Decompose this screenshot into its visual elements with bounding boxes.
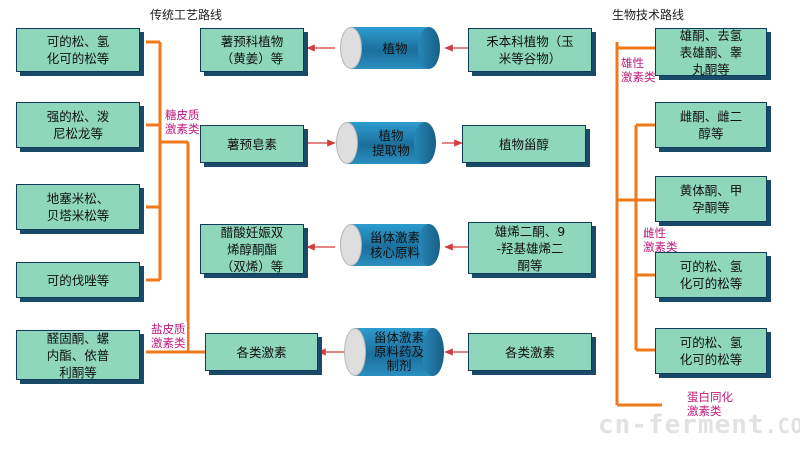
tag-androgen: 雄性 激素类: [620, 56, 657, 84]
left-box-prednisone: 强的松、泼 尼松龙等: [16, 102, 140, 148]
cylinder-core-raw-material: 甾体激素 核心原料: [340, 224, 440, 266]
middle-box-diene: 醋酸妊娠双 烯醇酮酯 （双烯）等: [200, 224, 304, 274]
cylinder-plant: 植物: [340, 27, 440, 69]
cylinder-plant-extract: 植物 提取物: [336, 122, 436, 164]
watermark-text: cn-ferment: [598, 410, 765, 440]
cylinder-api-preparation-label: 甾体激素 原料药及 制剂: [373, 330, 424, 373]
middle-box-diosgenin: 薯预皂素: [200, 125, 304, 163]
traditional-route-title: 传统工艺路线: [150, 8, 223, 22]
left-box-cortisone: 可的松、氢 化可的松等: [16, 28, 140, 72]
right-box-hormones: 各类激素: [468, 333, 592, 371]
cylinder-core-raw-material-label: 甾体激素 核心原料: [369, 230, 420, 260]
cylinder-api-preparation: 甾体激素 原料药及 制剂: [344, 328, 444, 376]
left-bus: [146, 40, 205, 354]
right-box-androstenedione: 雄烯二酮、9 -羟基雄烯二 酮等: [468, 222, 592, 274]
left-box-cortivazol: 可的伐唑等: [16, 262, 140, 298]
far-right-box-progesterone: 黄体酮、甲 孕酮等: [655, 176, 767, 222]
middle-box-dioscorea: 薯预科植物 （黄姜）等: [200, 28, 304, 72]
far-right-box-estrone: 雌酮、雌二 醇等: [655, 102, 767, 148]
biotech-route-title: 生物技术路线: [612, 8, 685, 22]
right-box-phytosterol: 植物甾醇: [462, 125, 586, 163]
tag-mineralocorticoid: 盐皮质 激素类: [150, 322, 187, 350]
right-bus: [615, 42, 662, 407]
middle-box-hormones: 各类激素: [205, 333, 318, 371]
far-right-box-cortisone-1: 可的松、氢 化可的松等: [655, 252, 767, 298]
tag-estrogen: 雌性 激素类: [642, 226, 679, 254]
left-box-dexamethasone: 地塞米松、 贝塔米松等: [16, 184, 140, 230]
tag-protein-assimilation: 蛋白同化 激素类: [686, 390, 734, 418]
watermark-logo: cn-ferment.COM: [598, 410, 800, 440]
cylinder-plant-extract-label: 植物 提取物: [372, 128, 410, 158]
watermark-suffix: .COM: [764, 414, 800, 438]
flow-arrows: [306, 44, 468, 356]
tag-glucocorticoid: 糖皮质 激素类: [164, 108, 201, 136]
right-box-gramineae: 禾本科植物（玉 米等谷物）: [468, 28, 592, 72]
cylinder-plant-label: 植物: [382, 40, 408, 56]
left-box-aldosterone: 醛固酮、螺 内酯、依普 利酮等: [16, 330, 140, 380]
far-right-box-cortisone-2: 可的松、氢 化可的松等: [655, 328, 767, 374]
far-right-box-androsterone: 雄酮、去氢 表雄酮、睾 丸酮等: [655, 28, 767, 77]
